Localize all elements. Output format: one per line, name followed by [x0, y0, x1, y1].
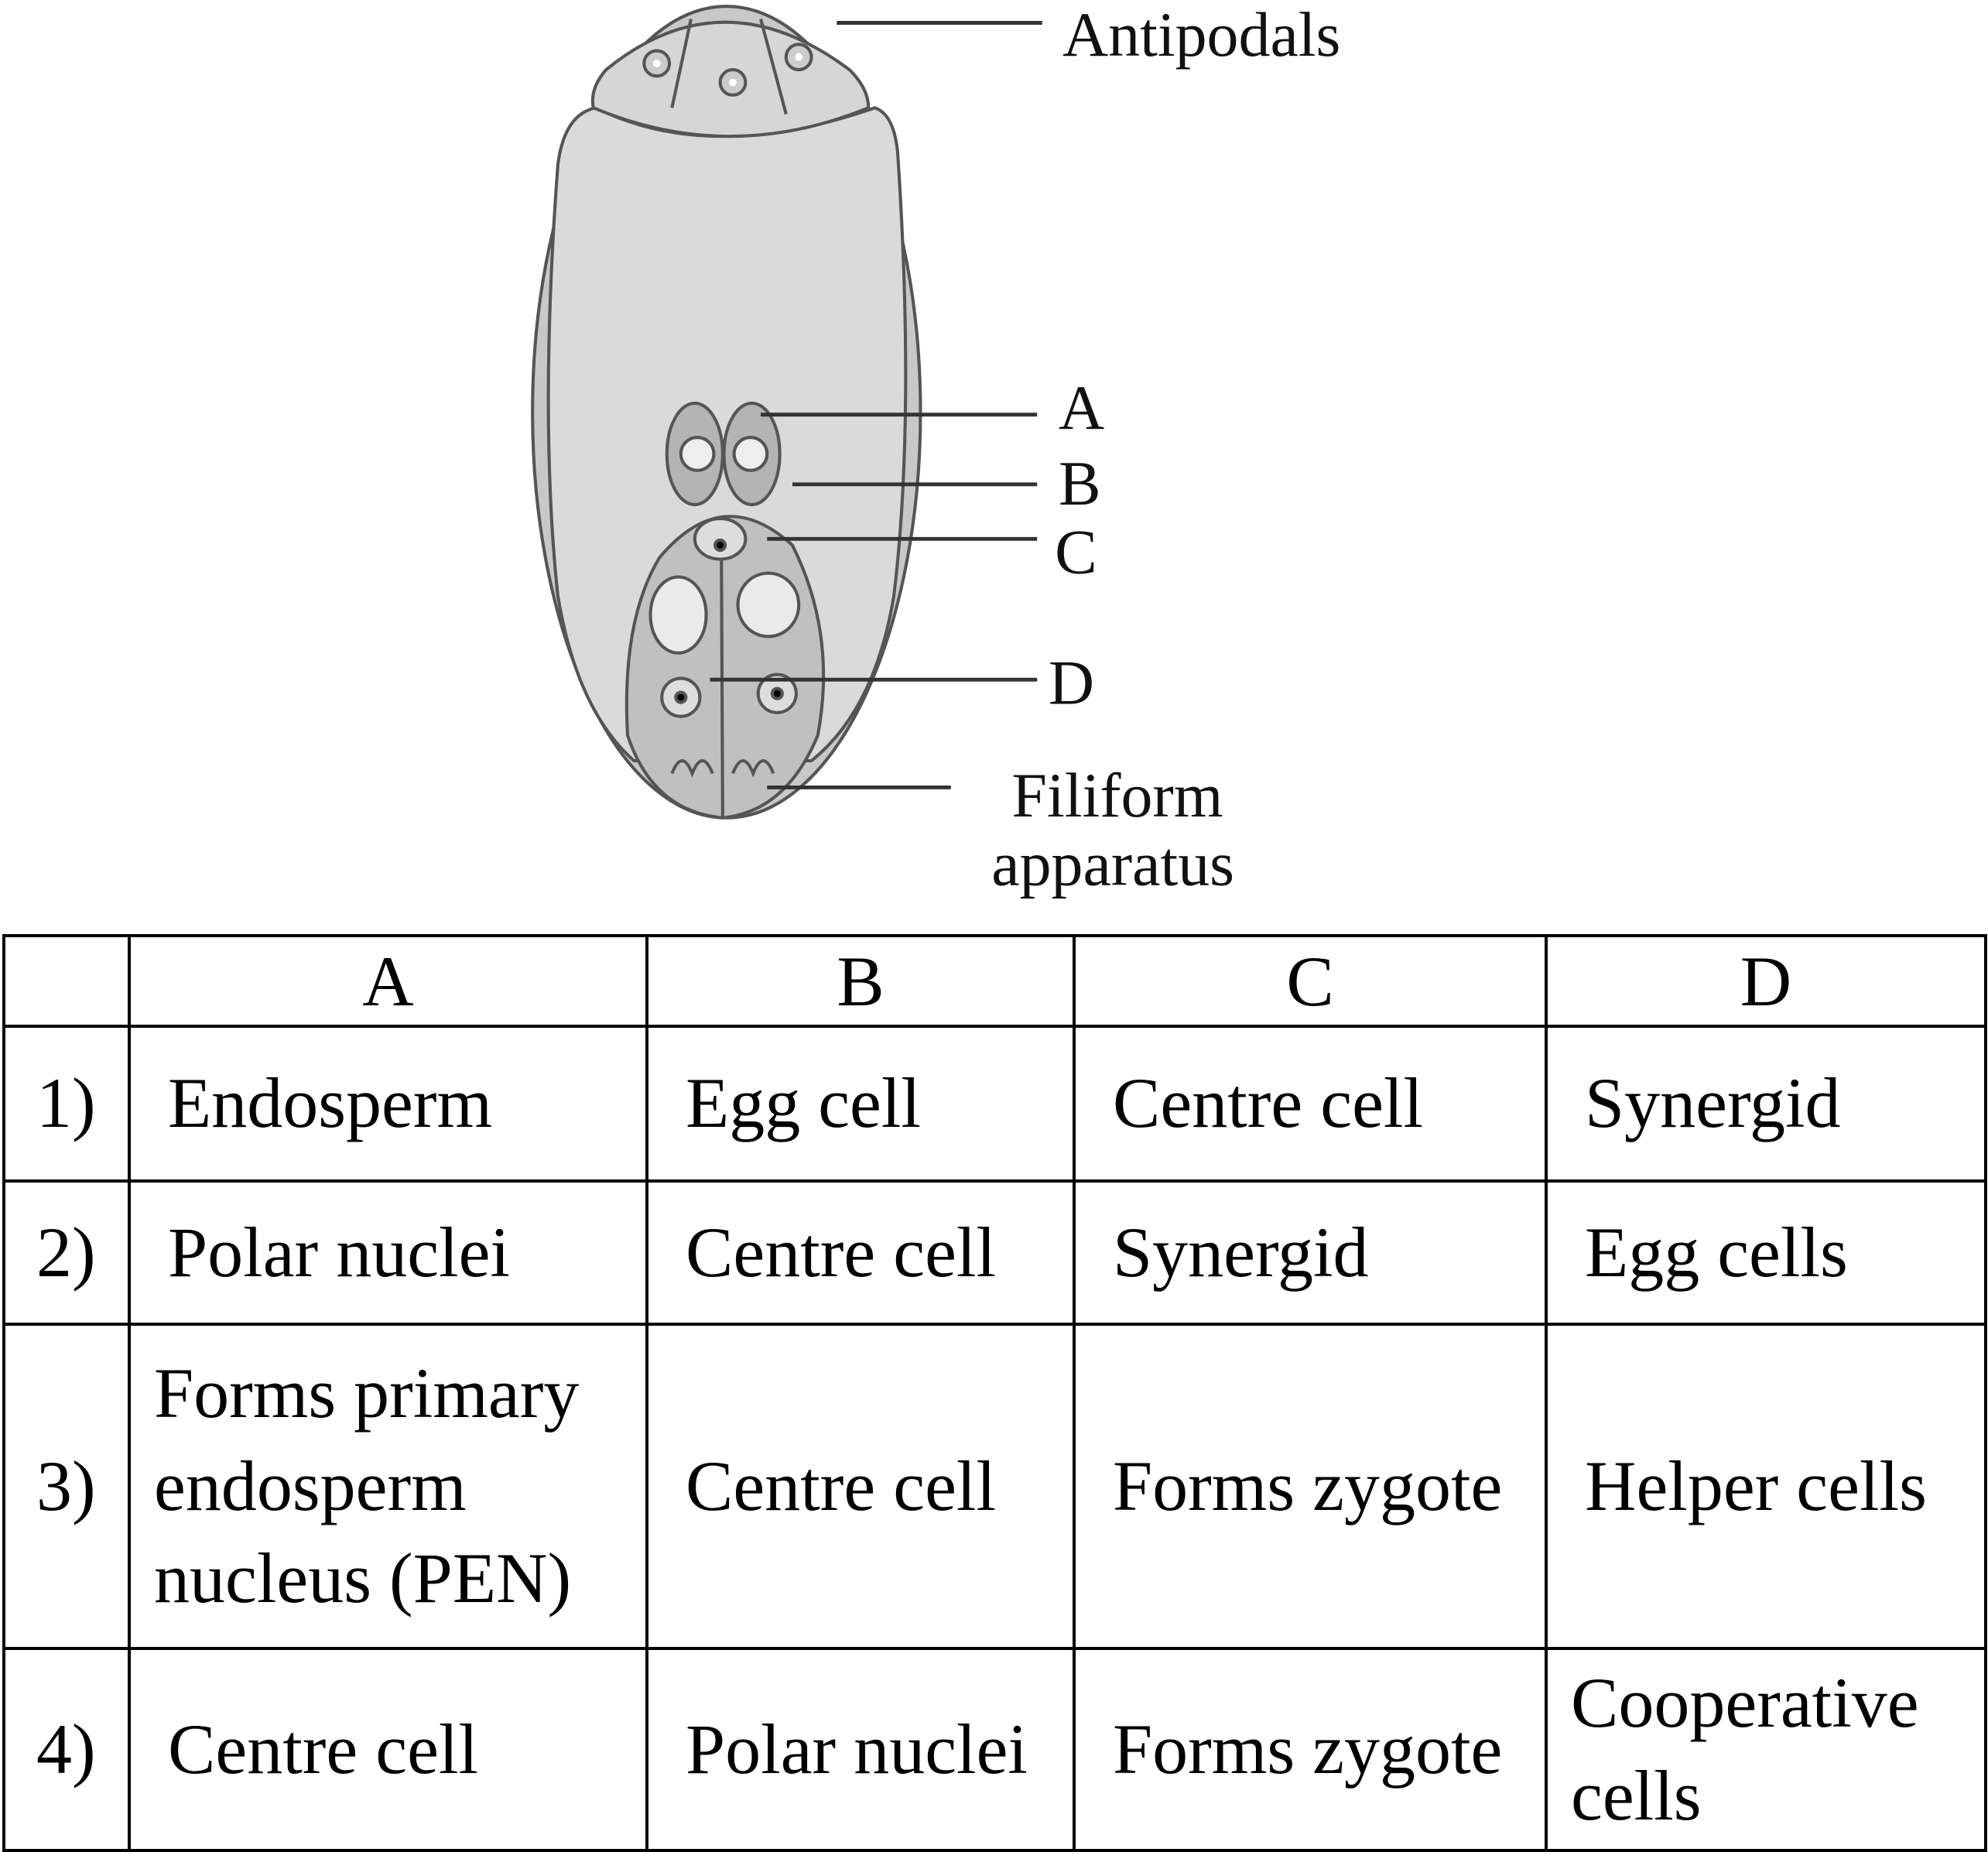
cell-d: Helper cells [1545, 1323, 1987, 1650]
label-filiform: Filiform [1011, 760, 1223, 830]
cell-a: Centre cell [128, 1647, 648, 1852]
cell-b: Egg cell [645, 1025, 1076, 1183]
option-number: 1) [2, 1025, 131, 1183]
header-d: D [1545, 934, 1987, 1028]
table-row[interactable]: 4) Centre cell Polar nuclei Forms zygote… [2, 1647, 1987, 1852]
label-antipodals: Antipodals [1062, 0, 1340, 70]
cell-d: Cooperative cells [1545, 1647, 1987, 1852]
cell-a: Endosperm [128, 1025, 648, 1183]
synergid-vacuole-left [648, 575, 708, 655]
header-a: A [128, 934, 648, 1028]
label-lines [710, 21, 1042, 789]
cell-b: Polar nuclei [645, 1647, 1076, 1852]
option-number: 3) [2, 1323, 131, 1650]
cell-c: Forms zygote [1073, 1323, 1548, 1650]
table-row[interactable]: 1) Endosperm Egg cell Centre cell Synerg… [2, 1025, 1987, 1183]
embryo-sac-diagram: Antipodals A B C D Filiform apparatus [531, 0, 1340, 899]
label-d: D [1049, 647, 1094, 717]
cell-c: Centre cell [1073, 1025, 1548, 1183]
header-blank [2, 934, 131, 1028]
cell-a: Polar nuclei [128, 1179, 648, 1326]
cell-c: Forms zygote [1073, 1647, 1548, 1852]
label-a: A [1059, 372, 1104, 443]
filiform-apparatus [670, 759, 775, 778]
synergid-vacuole-right [736, 571, 801, 638]
table-row[interactable]: 2) Polar nuclei Centre cell Synergid Egg… [2, 1179, 1987, 1326]
cell-a: Forms primary endosperm nucleus (PEN) [128, 1323, 648, 1650]
cell-b: Centre cell [645, 1179, 1076, 1326]
egg-apparatus [624, 515, 826, 820]
option-number: 2) [2, 1179, 131, 1326]
table-header-row: A B C D [2, 934, 1987, 1028]
header-c: C [1073, 934, 1548, 1028]
cell-d: Synergid [1545, 1025, 1987, 1183]
header-b: B [645, 934, 1076, 1028]
cell-b: Centre cell [645, 1323, 1076, 1650]
options-table: A B C D 1) Endosperm Egg cell Centre cel… [2, 934, 1987, 1852]
cell-c: Synergid [1073, 1179, 1548, 1326]
cell-d: Egg cells [1545, 1179, 1987, 1326]
label-c: C [1055, 517, 1097, 587]
table-row[interactable]: 3) Forms primary endosperm nucleus (PEN)… [2, 1323, 1987, 1650]
label-b: B [1059, 448, 1101, 519]
option-number: 4) [2, 1647, 131, 1852]
label-apparatus: apparatus [991, 829, 1234, 899]
